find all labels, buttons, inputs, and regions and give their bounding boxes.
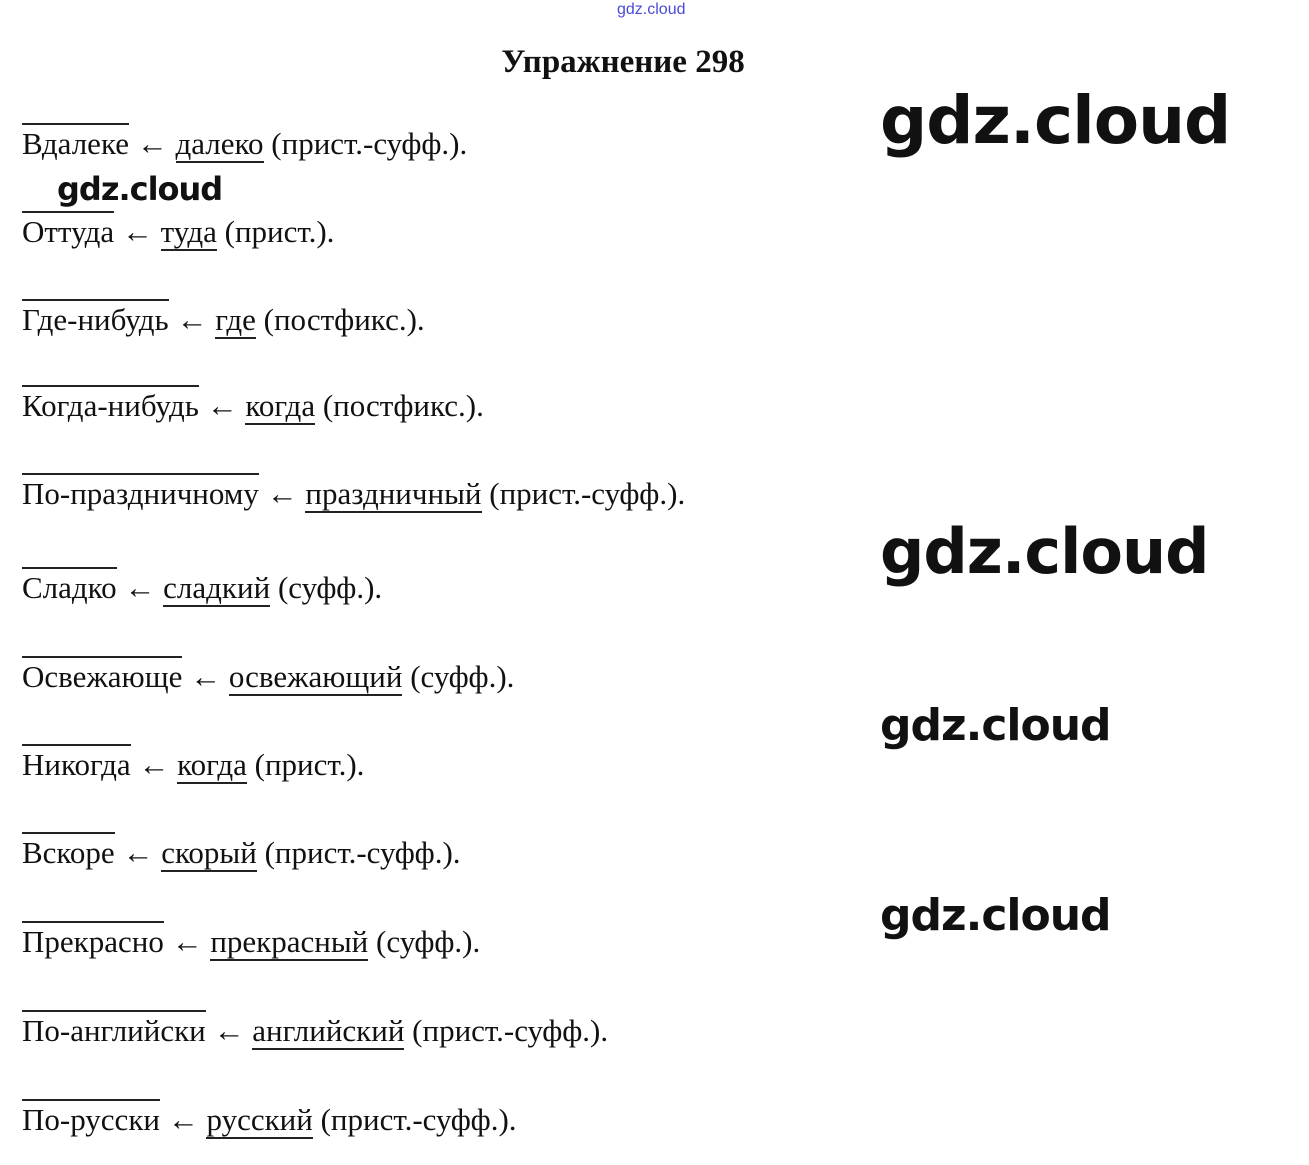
entry-line: Никогда ← когда (прист.). <box>22 744 365 784</box>
derived-word: Сладко <box>22 567 117 605</box>
derived-word: Прекрасно <box>22 921 164 959</box>
derived-word: Никогда <box>22 744 131 782</box>
entry-line: Сладко ← сладкий (суфф.). <box>22 567 383 607</box>
base-word: далеко <box>175 126 264 163</box>
arrow: ← <box>136 126 168 161</box>
arrow: ← <box>213 1013 245 1048</box>
formation-method: (суфф.). <box>376 924 481 959</box>
arrow: ← <box>124 570 156 605</box>
formation-method: (суфф.). <box>410 659 515 694</box>
watermark: gdz.cloud <box>57 170 223 208</box>
arrow: ← <box>121 214 153 249</box>
arrow: ← <box>122 835 154 870</box>
formation-method: (суфф.). <box>277 570 383 605</box>
watermark-small: gdz.cloud <box>617 1 686 18</box>
base-word: праздничный <box>305 476 482 513</box>
formation-method: (прист.-суфф.). <box>264 835 461 870</box>
derived-word: По-английски <box>22 1010 206 1048</box>
formation-method: (прист.). <box>224 214 335 249</box>
base-word: туда <box>160 214 217 251</box>
entry-line: Вскоре ← скорый (прист.-суфф.). <box>22 832 461 872</box>
derived-word: Вдалеке <box>22 123 129 161</box>
base-word: когда <box>177 747 247 784</box>
base-word: русский <box>206 1102 313 1139</box>
arrow: ← <box>171 924 203 959</box>
base-word: освежающий <box>228 659 403 696</box>
arrow: ← <box>176 302 208 337</box>
entry-line: Оттуда ← туда (прист.). <box>22 211 335 251</box>
arrow: ← <box>206 388 238 423</box>
formation-method: (прист.-суфф.). <box>271 126 468 161</box>
entry-line: Освежающе ← освежающий (суфф.). <box>22 656 515 696</box>
arrow: ← <box>190 659 222 694</box>
base-word: прекрасный <box>210 924 369 961</box>
entry-line: Прекрасно ← прекрасный (суфф.). <box>22 921 481 961</box>
formation-method: (прист.-суфф.). <box>489 476 686 511</box>
entry-line: По-праздничному ← праздничный (прист.-су… <box>22 473 686 513</box>
base-word: скорый <box>161 835 257 872</box>
watermark: gdz.cloud <box>880 515 1210 588</box>
derived-word: Где-нибудь <box>22 299 169 337</box>
formation-method: (прист.-суфф.). <box>412 1013 609 1048</box>
arrow: ← <box>266 476 298 511</box>
base-word: сладкий <box>163 570 271 607</box>
entry-line: Где-нибудь ← где (постфикс.). <box>22 299 425 339</box>
derived-word: Когда-нибудь <box>22 385 199 423</box>
entry-line: По-английски ← английский (прист.-суфф.)… <box>22 1010 609 1050</box>
derived-word: По-праздничному <box>22 473 259 511</box>
formation-method: (постфикс.). <box>322 388 484 423</box>
derived-word: Вскоре <box>22 832 115 870</box>
base-word: английский <box>252 1013 405 1050</box>
formation-method: (прист.). <box>254 747 365 782</box>
arrow: ← <box>138 747 170 782</box>
watermark: gdz.cloud <box>880 82 1231 159</box>
formation-method: (постфикс.). <box>263 302 425 337</box>
watermark: gdz.cloud <box>880 890 1112 941</box>
arrow: ← <box>167 1102 199 1137</box>
formation-method: (прист.-суфф.). <box>320 1102 517 1137</box>
base-word: когда <box>245 388 316 425</box>
derived-word: По-русски <box>22 1099 160 1137</box>
derived-word: Оттуда <box>22 211 115 249</box>
page-title: Упражнение 298 <box>501 44 745 80</box>
entry-line: Вдалеке ← далеко (прист.-суфф.). <box>22 123 468 163</box>
entry-line: По-русски ← русский (прист.-суфф.). <box>22 1099 517 1139</box>
entry-line: Когда-нибудь ← когда (постфикс.). <box>22 385 484 425</box>
derived-word: Освежающе <box>22 656 183 694</box>
base-word: где <box>215 302 256 339</box>
watermark: gdz.cloud <box>880 700 1112 751</box>
